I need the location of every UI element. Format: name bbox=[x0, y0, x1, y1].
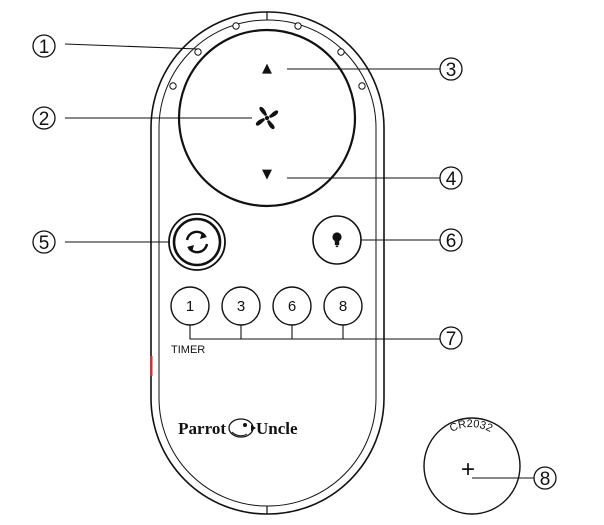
callout-5: 5 bbox=[32, 230, 56, 254]
timer-button-6[interactable]: 6 bbox=[272, 286, 312, 326]
reverse-button-inner-ring bbox=[172, 217, 222, 267]
timer-button-label: 8 bbox=[339, 298, 347, 315]
callout-3: 3 bbox=[439, 57, 463, 81]
indicator-light bbox=[232, 22, 240, 30]
callout-line-1 bbox=[64, 43, 199, 50]
timer-button-label: 1 bbox=[186, 298, 194, 315]
indicator-light bbox=[358, 82, 366, 90]
reverse-direction-icon bbox=[185, 230, 209, 254]
battery-model-text: CR2032 bbox=[448, 418, 494, 435]
fan-blade bbox=[267, 120, 275, 130]
timer-button-8[interactable]: 8 bbox=[323, 286, 363, 326]
callout-circle bbox=[439, 228, 463, 252]
indicator-light bbox=[337, 48, 345, 56]
timer-button-3[interactable]: 3 bbox=[221, 286, 261, 326]
indicator-light bbox=[194, 48, 202, 56]
battery: CR2032 + bbox=[423, 417, 521, 515]
battery-plus-sign: + bbox=[461, 456, 475, 483]
fan-icon-hub bbox=[264, 115, 270, 121]
callout-circle bbox=[32, 230, 56, 254]
callout-circle bbox=[439, 57, 463, 81]
indicator-lights bbox=[169, 22, 366, 90]
indicator-light bbox=[294, 22, 302, 30]
callout-circle bbox=[32, 34, 56, 58]
callout-number: 6 bbox=[446, 231, 457, 252]
light-bulb-icon bbox=[332, 232, 342, 248]
callout-number: 8 bbox=[540, 469, 551, 490]
callout-circle bbox=[32, 106, 56, 130]
callout-circle bbox=[439, 166, 463, 190]
light-button[interactable] bbox=[312, 215, 362, 265]
callout-number: 2 bbox=[39, 109, 50, 130]
battery-outline bbox=[423, 417, 521, 515]
callout-number: 5 bbox=[39, 233, 50, 254]
callout-circle bbox=[533, 466, 557, 490]
fan-icon[interactable] bbox=[255, 106, 279, 130]
callout-lines bbox=[64, 43, 534, 479]
speed-up-button[interactable]: ▲ bbox=[262, 61, 272, 76]
speed-down-button[interactable]: ▼ bbox=[262, 167, 272, 182]
callout-7: 7 bbox=[439, 326, 463, 350]
brand-name-right: Uncle bbox=[256, 419, 298, 438]
callout-number: 4 bbox=[446, 169, 457, 190]
fan-blade bbox=[255, 118, 265, 126]
callout-number: 7 bbox=[446, 329, 457, 350]
reverse-button[interactable] bbox=[168, 213, 226, 271]
timer-button-label: 3 bbox=[237, 298, 245, 315]
battery-model: CR2032 bbox=[448, 418, 494, 435]
callout-number: 1 bbox=[39, 37, 50, 58]
brand-logo: Parrot Uncle bbox=[178, 418, 298, 438]
callout-circle bbox=[439, 326, 463, 350]
timer-label: TIMER bbox=[171, 344, 205, 356]
indicator-light bbox=[169, 82, 177, 90]
fan-blade bbox=[269, 110, 279, 118]
callout-8: 8 bbox=[533, 466, 557, 490]
timer-button-label: 6 bbox=[288, 298, 296, 315]
callout-6: 6 bbox=[439, 228, 463, 252]
fan-blade bbox=[259, 106, 267, 116]
callout-2: 2 bbox=[32, 106, 56, 130]
callout-1: 1 bbox=[32, 34, 56, 58]
callout-line-7 bbox=[189, 325, 440, 340]
parrot-logo-icon bbox=[228, 418, 256, 438]
timer-button-1[interactable]: 1 bbox=[170, 286, 210, 326]
callout-4: 4 bbox=[439, 166, 463, 190]
callout-number: 3 bbox=[446, 60, 457, 81]
brand-name-left: Parrot bbox=[178, 419, 226, 438]
